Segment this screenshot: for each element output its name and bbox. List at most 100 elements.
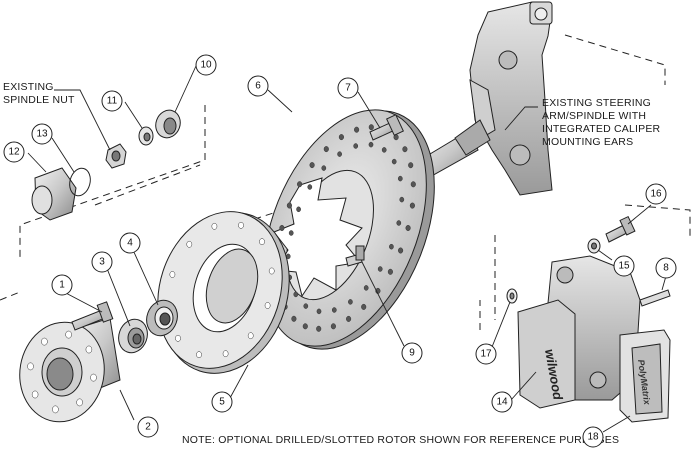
rotor-hole — [302, 323, 308, 330]
hub-hole — [31, 390, 39, 399]
svg-text:15: 15 — [618, 261, 630, 272]
svg-text:18: 18 — [587, 432, 599, 443]
bearing-10 — [155, 109, 181, 139]
rotor-hole — [398, 247, 404, 254]
label-steering-arm-line4: MOUNTING EARS — [542, 136, 633, 148]
rotor-hole — [297, 181, 303, 188]
rotor-hole — [348, 299, 353, 305]
callout-13: 13 — [31, 123, 53, 145]
rotor-hole — [353, 143, 359, 149]
rotor-hole — [387, 268, 393, 275]
hub-bolt-holes — [27, 330, 97, 414]
guide-left-upper — [19, 105, 206, 260]
guide-right-top — [564, 34, 666, 85]
rotor-hole — [286, 202, 292, 209]
note-text: NOTE: OPTIONAL DRILLED/SLOTTED ROTOR SHO… — [182, 434, 619, 446]
hat-hole — [264, 302, 271, 309]
rotor-hole — [361, 303, 367, 310]
hub-hole — [76, 398, 83, 407]
svg-text:16: 16 — [650, 189, 662, 200]
rotor-hole — [338, 134, 344, 141]
hat-adapter — [157, 211, 290, 374]
guide-axis-upper — [94, 164, 201, 206]
svg-text:8: 8 — [663, 263, 669, 274]
rotor-hole — [397, 175, 403, 182]
rotor-hole — [377, 266, 383, 272]
svg-text:4: 4 — [127, 238, 133, 249]
rotor-hole — [354, 126, 360, 133]
rotor-hole — [330, 323, 336, 330]
hub-hole — [85, 345, 93, 354]
rotor-hole — [331, 307, 337, 313]
callout-3: 3 — [91, 251, 113, 273]
rotor-hole — [309, 162, 315, 169]
o-ring-13 — [69, 167, 91, 197]
guide-caliper-right — [624, 204, 691, 240]
hub-hole — [65, 330, 72, 339]
hub-hole — [52, 405, 59, 414]
svg-text:13: 13 — [36, 129, 48, 140]
spindle-nut — [105, 143, 127, 169]
rotor-hole — [293, 291, 299, 298]
rotor-hole — [381, 147, 387, 153]
hat-hole — [175, 334, 181, 342]
svg-text:10: 10 — [200, 60, 212, 71]
callout-4: 4 — [119, 232, 141, 254]
callout-11: 11 — [101, 90, 123, 112]
leader-lines — [27, 65, 667, 433]
cotter-pin-8 — [639, 289, 671, 307]
brake-pad: PolyMatrix — [619, 329, 671, 423]
hat-hole — [186, 240, 193, 248]
svg-text:1: 1 — [59, 280, 65, 291]
rotor-hole — [399, 196, 405, 203]
callout-8: 8 — [655, 257, 677, 279]
rotor-hole — [402, 146, 408, 153]
washer-17 — [506, 288, 518, 304]
callout-9: 9 — [401, 342, 423, 364]
svg-text:14: 14 — [496, 397, 508, 408]
svg-text:7: 7 — [345, 83, 351, 94]
rotor-hole — [405, 224, 411, 232]
washer-15 — [587, 238, 601, 254]
guide-left-lower — [0, 291, 21, 301]
callout-7: 7 — [337, 77, 359, 99]
label-existing-spindle-nut-line1: EXISTING — [3, 81, 54, 93]
hub — [19, 317, 121, 423]
bearing-3 — [118, 318, 148, 354]
hat-hole — [247, 332, 254, 340]
rotor-hole — [323, 146, 329, 153]
stud-1 — [71, 301, 114, 331]
rotor-hole — [368, 124, 374, 131]
rotor-hole — [389, 243, 394, 250]
hub-hole — [27, 362, 34, 371]
rotor-hole — [368, 141, 374, 148]
stud-9 — [345, 245, 365, 267]
svg-text:6: 6 — [255, 81, 261, 92]
svg-text:5: 5 — [219, 397, 225, 408]
callout-17: 17 — [475, 343, 497, 365]
callout-10: 10 — [195, 54, 217, 76]
svg-text:9: 9 — [409, 348, 415, 359]
callout-5: 5 — [211, 391, 233, 413]
svg-text:17: 17 — [480, 349, 492, 360]
callout-1: 1 — [51, 274, 73, 296]
callout-14: 14 — [491, 391, 513, 413]
rotor-hole — [337, 151, 342, 157]
hat-hole — [169, 271, 176, 278]
callout-circles: 1 2 3 4 5 6 7 8 9 10 11 12 13 14 15 16 1… — [3, 54, 677, 448]
callout-15: 15 — [613, 255, 635, 277]
hub-hole — [41, 337, 48, 346]
rotor-hole — [391, 158, 397, 165]
svg-text:12: 12 — [8, 147, 20, 158]
svg-text:2: 2 — [145, 422, 151, 433]
washer-11 — [138, 126, 154, 146]
rotor-hole — [363, 285, 369, 291]
hat-hole — [268, 267, 275, 275]
hat-hole — [238, 221, 244, 229]
rotor-hole — [291, 315, 297, 322]
callout-16: 16 — [645, 183, 667, 205]
hat-hole — [222, 350, 229, 358]
label-existing-spindle-nut-line2: SPINDLE NUT — [3, 94, 75, 106]
